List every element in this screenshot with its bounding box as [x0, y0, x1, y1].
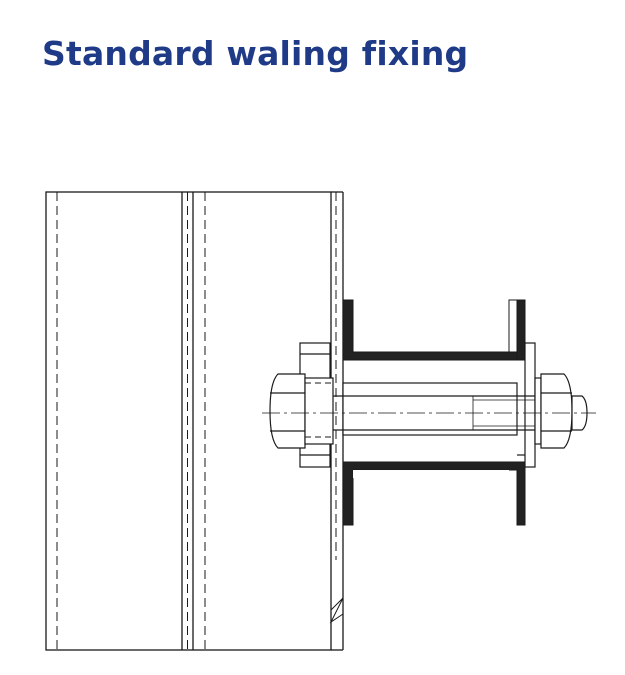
nut-washer: [534, 377, 542, 445]
page-title: Standard waling fixing: [42, 34, 469, 73]
sheet-pile: [45, 191, 344, 651]
break-mark: [329, 597, 344, 624]
head-washer: [304, 377, 334, 445]
nut: [540, 373, 573, 449]
waling-channels: [342, 299, 526, 526]
bearing-plate-right: [524, 342, 536, 468]
bolt-head: [269, 373, 306, 449]
lower-channel: [342, 461, 526, 526]
spacer-tube: [342, 382, 518, 436]
bolt: [262, 373, 596, 449]
fixing-plates: [299, 342, 536, 468]
